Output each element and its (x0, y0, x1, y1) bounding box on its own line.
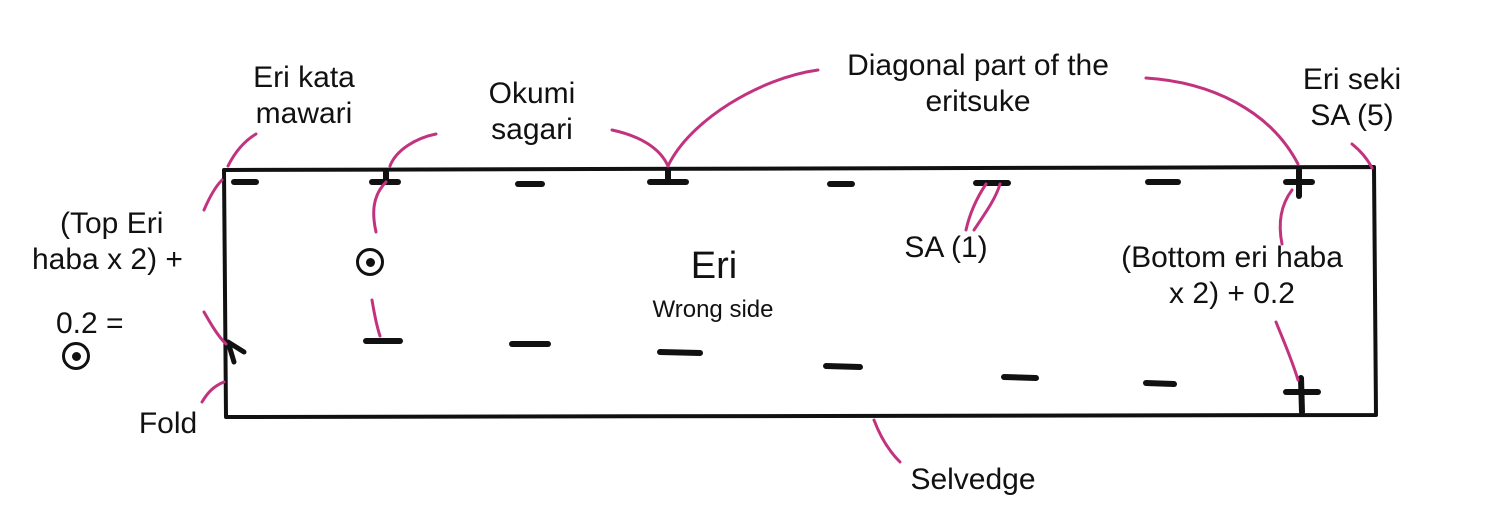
okumi-line-1: Okumi (488, 77, 576, 110)
leader-eri-seki (1350, 142, 1374, 170)
label-top-eri-result: 0.2 = (56, 306, 124, 370)
eri-kata-line-2: mawari (255, 97, 353, 130)
diagonal-line-1: Diagonal part of the (847, 49, 1109, 82)
eri-title-text: Eri (690, 245, 738, 287)
fold-text: Fold (138, 407, 198, 440)
top-eri-line-2: haba x 2) + (32, 243, 183, 276)
bottom-markings (363, 338, 1321, 415)
eri-seki-line-1: Eri seki (1302, 63, 1402, 96)
sa-1-text: SA (1) (904, 231, 988, 264)
leader-sa1-a (964, 182, 988, 232)
leader-okumi-bottom (370, 298, 382, 338)
eri-panel-outline (222, 165, 1378, 419)
selvedge-text: Selvedge (910, 463, 1036, 496)
bottom-mark-6 (1143, 380, 1177, 387)
bottom-eri-line-2: x 2) + 0.2 (1169, 277, 1295, 310)
leader-eri-kata-right (388, 132, 438, 168)
label-okumi-sagari: Okumi sagari (462, 76, 602, 148)
leader-diagonal-right (1144, 76, 1300, 166)
label-eri-title: Eri (654, 244, 774, 288)
wrong-side-text: Wrong side (652, 296, 774, 323)
leader-lines (200, 68, 1374, 464)
bottom-mark-3 (657, 349, 703, 356)
label-bottom-eri-haba: (Bottom eri haba x 2) + 0.2 (1090, 240, 1374, 312)
leader-top-eri-top (202, 178, 224, 212)
bottom-mark-7-stem (1298, 375, 1305, 415)
label-fold: Fold (126, 406, 210, 442)
leader-selvedge (872, 418, 902, 464)
leader-diagonal-left (666, 68, 820, 168)
top-markings (231, 167, 1315, 199)
bottom-mark-4 (823, 363, 863, 370)
leader-eri-kata-left (226, 132, 258, 168)
leader-top-eri-bottom (202, 310, 228, 346)
bottom-eri-line-1: (Bottom eri haba (1121, 241, 1343, 274)
label-diagonal-part: Diagonal part of the eritsuke (808, 48, 1148, 120)
label-selvedge: Selvedge (888, 462, 1058, 498)
okumi-line-2: sagari (491, 113, 573, 146)
label-eri-kata-mawari: Eri kata mawari (238, 60, 370, 132)
label-sa-1: SA (1) (886, 230, 1006, 266)
eri-seki-line-2: SA (5) (1310, 99, 1394, 132)
leader-bottom-haba-bottom (1274, 320, 1300, 382)
target-icon (356, 248, 384, 276)
top-eri-line-1: (Top Eri (60, 207, 164, 240)
leader-fold (200, 380, 226, 404)
top-eri-result-text: 0.2 = (56, 307, 124, 340)
leader-okumi-top (372, 180, 388, 234)
eri-kata-line-1: Eri kata (253, 61, 355, 94)
leader-okumi-sagari (610, 128, 670, 168)
label-top-eri-haba: (Top Eri haba x 2) + (20, 206, 230, 278)
leader-bottom-haba-top (1278, 188, 1294, 246)
label-eri-seki: Eri seki SA (5) (1282, 62, 1422, 134)
target-icon (62, 342, 90, 370)
fold-corner-mark (225, 339, 247, 365)
leader-sa1-b (972, 182, 1002, 232)
bottom-mark-5 (1001, 374, 1039, 381)
label-wrong-side: Wrong side (620, 296, 806, 324)
diagonal-line-2: eritsuke (925, 85, 1031, 118)
